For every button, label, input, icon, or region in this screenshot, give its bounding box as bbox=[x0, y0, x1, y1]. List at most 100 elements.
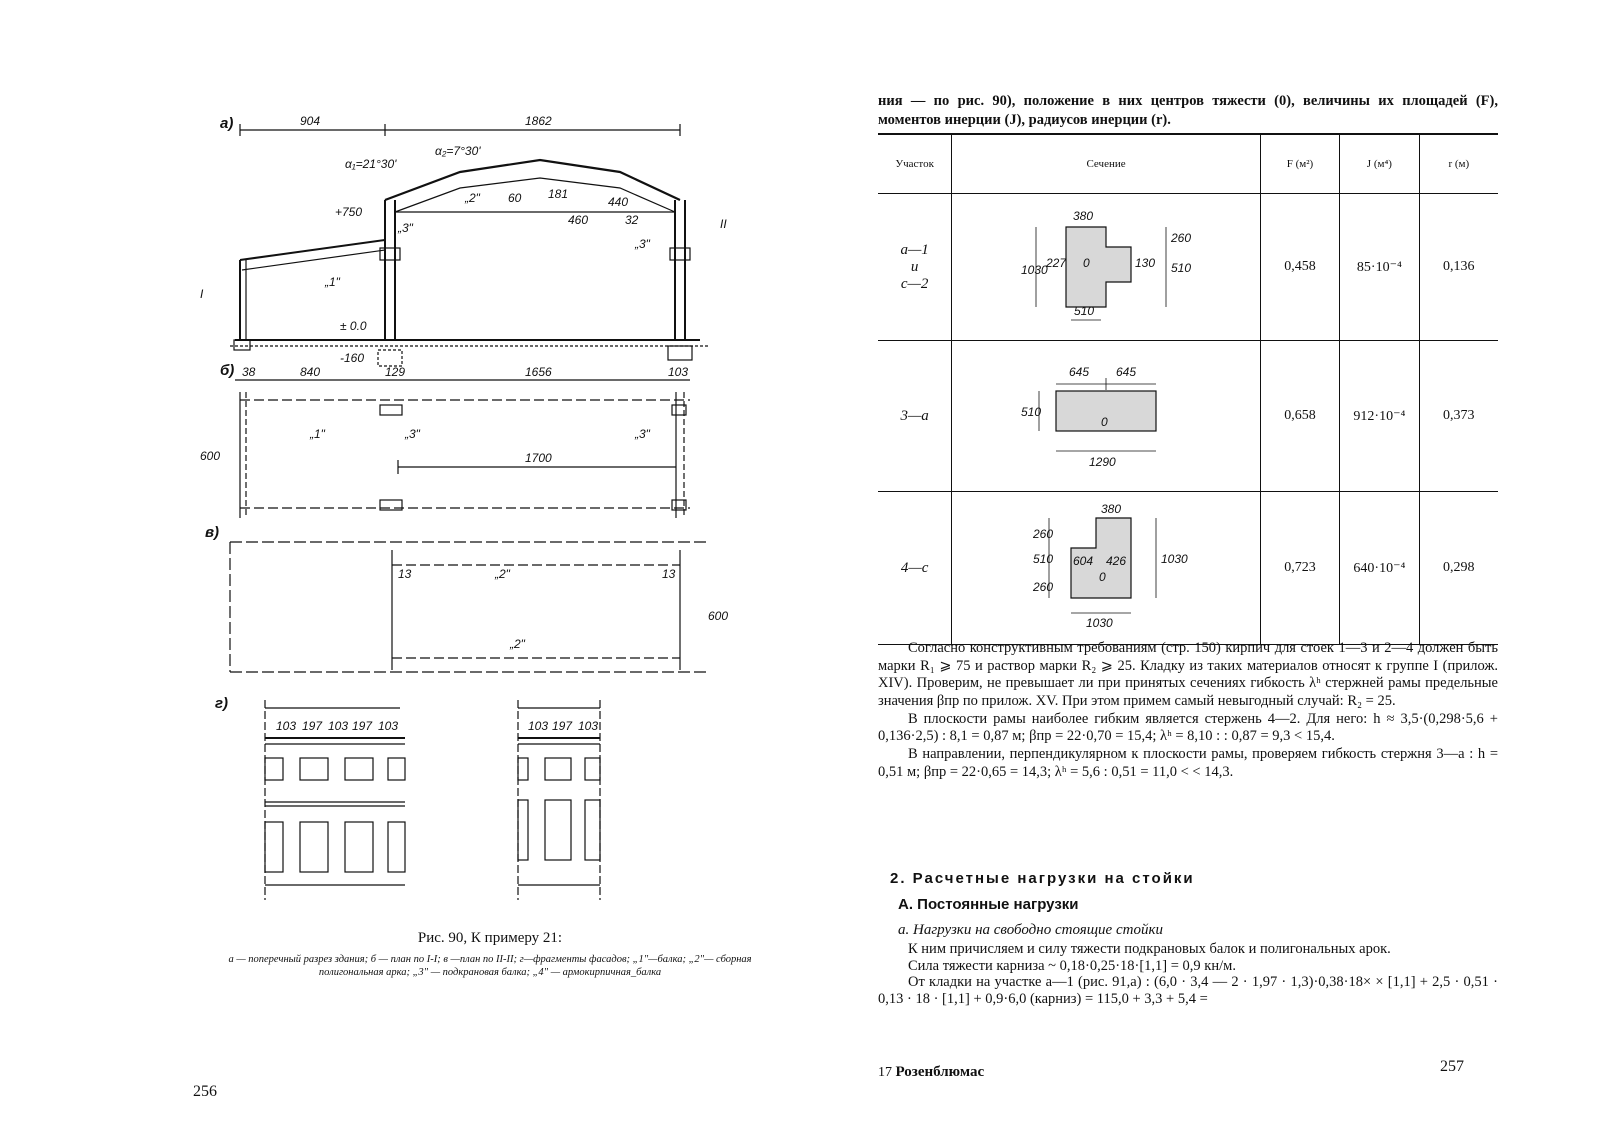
dim-103: 103 bbox=[668, 365, 688, 379]
t-section-drawing: 380 1030 227 0 130 260 510 510 bbox=[1021, 209, 1191, 321]
J-cell: 640·10⁻⁴ bbox=[1339, 491, 1420, 645]
body-text: Согласно конструктивным требованиям (стр… bbox=[878, 640, 1498, 782]
body-text-2: К ним причисляем и силу тяжести подкрано… bbox=[878, 941, 1498, 1008]
section-drawing-cell: 380 1030 227 0 130 260 510 510 bbox=[951, 193, 1261, 341]
dim: 0 bbox=[1101, 415, 1108, 429]
dim-38: 38 bbox=[242, 365, 256, 379]
dim-240: 60 bbox=[508, 191, 522, 205]
dim: 645 bbox=[1069, 365, 1089, 379]
dim-600-v: 600 bbox=[708, 609, 728, 623]
label-3b: „3" bbox=[634, 237, 651, 251]
subsubsection-heading: а. Нагрузки на свободно стоящие стойки bbox=[898, 922, 1163, 938]
dim-460: 32 bbox=[625, 213, 639, 227]
table-row: 3—а 645 645 510 0 bbox=[878, 340, 1498, 492]
label-1: „1" bbox=[324, 275, 341, 289]
paragraph: Согласно конструктивным требованиям (стр… bbox=[878, 640, 1498, 710]
paragraph: Сила тяжести карниза ~ 0,18·0,25·18·[1,1… bbox=[908, 957, 1236, 974]
paragraph: В направлении, перпендикулярном к плоско… bbox=[878, 746, 1498, 780]
plan-label-3a: „3" bbox=[404, 427, 421, 441]
dim-1656: 1656 bbox=[525, 365, 552, 379]
caption-description: а — поперечный разрез здания; б — план п… bbox=[228, 954, 752, 979]
elev-750: +750 bbox=[335, 205, 362, 219]
r-cell: 0,136 bbox=[1419, 193, 1498, 341]
technical-drawing: а) 904 1862 α₁=21°30' α₂=7°30' +750 ± 0.… bbox=[200, 114, 728, 900]
facade-r-dim-3: 103 bbox=[578, 719, 598, 733]
facade-dim-5: 103 bbox=[378, 719, 398, 733]
facade-dim-3: 103 bbox=[328, 719, 348, 733]
label-2: „2" bbox=[464, 191, 481, 205]
section-heading: 2. Расчетные нагрузки на стойки bbox=[890, 870, 1195, 887]
dim-129: 129 bbox=[385, 365, 405, 379]
dim: 260 bbox=[1032, 527, 1053, 541]
section-properties-table: Участок Сечение F (м²) J (м⁴) r (м) а—1 … bbox=[878, 133, 1498, 645]
header-J: J (м⁴) bbox=[1339, 133, 1420, 194]
t-section-drawing-2: 380 260 510 260 604 426 0 1030 1030 bbox=[1032, 503, 1188, 630]
section-drawing-cell: 645 645 510 0 1290 bbox=[951, 340, 1261, 492]
dim: 130 bbox=[1135, 256, 1155, 270]
panel-v-label: в) bbox=[205, 524, 219, 541]
dim-440: 460 bbox=[568, 213, 588, 227]
dim: 645 bbox=[1116, 365, 1136, 379]
F-cell: 0,458 bbox=[1260, 193, 1341, 341]
r-cell: 0,373 bbox=[1419, 340, 1498, 492]
dim-1700: 1700 bbox=[525, 451, 552, 465]
table-header-row: Участок Сечение F (м²) J (м⁴) r (м) bbox=[878, 133, 1498, 194]
dim-13b: 13 bbox=[662, 567, 676, 581]
figure-90-drawing: а) 904 1862 α₁=21°30' α₂=7°30' +750 ± 0.… bbox=[180, 100, 780, 920]
dim: 260 bbox=[1170, 231, 1191, 245]
page-number-left: 256 bbox=[193, 1083, 217, 1100]
subsection-heading: А. Постоянные нагрузки bbox=[898, 896, 1079, 913]
dim-1862: 1862 bbox=[525, 114, 552, 128]
section-mark-II: II bbox=[720, 217, 727, 231]
dim-60: 181 bbox=[548, 187, 568, 201]
plan-label-3b: „3" bbox=[634, 427, 651, 441]
paragraph: В плоскости рамы наиболее гибким являетс… bbox=[878, 710, 1498, 745]
table-row: 4—с 380 260 510 260 bbox=[878, 491, 1498, 645]
dim: 1030 bbox=[1021, 263, 1048, 277]
panel-a-label: а) bbox=[220, 115, 233, 132]
dim: 510 bbox=[1171, 261, 1191, 275]
dim: 510 bbox=[1021, 405, 1041, 419]
dim-904: 904 bbox=[300, 114, 320, 128]
label-3a: „3" bbox=[397, 221, 414, 235]
dim: 227 bbox=[1045, 256, 1067, 270]
plan-label-2a: „2" bbox=[494, 567, 511, 581]
paragraph: К ним причисляем и силу тяжести подкрано… bbox=[908, 941, 1391, 957]
dim: 510 bbox=[1074, 304, 1094, 318]
dim: 380 bbox=[1073, 209, 1093, 223]
panel-b-label: б) bbox=[220, 362, 234, 379]
plan-label-2b: „2" bbox=[509, 637, 526, 651]
header-section: Сечение bbox=[951, 133, 1261, 194]
plan-label-1: „1" bbox=[309, 427, 326, 441]
figure-caption: Рис. 90, К примеру 21: а — поперечный ра… bbox=[210, 930, 770, 979]
dim: 0 bbox=[1083, 256, 1090, 270]
dim-600-b: 600 bbox=[200, 449, 220, 463]
r-cell: 0,298 bbox=[1419, 491, 1498, 645]
header-F: F (м²) bbox=[1260, 133, 1341, 194]
dim: 380 bbox=[1101, 503, 1121, 516]
facade-dim-4: 197 bbox=[352, 719, 373, 733]
dim: 426 bbox=[1106, 554, 1126, 568]
angle-alpha1: α₁=21°30' bbox=[345, 157, 397, 171]
elev-160: -160 bbox=[340, 351, 364, 365]
dim: 0 bbox=[1099, 570, 1106, 584]
header-segment: Участок bbox=[878, 133, 953, 194]
dim: 604 bbox=[1073, 554, 1093, 568]
right-page: ния — по рис. 90), положение в них центр… bbox=[800, 0, 1600, 1132]
segment-cell: 3—а bbox=[878, 340, 953, 492]
signature-number: 17 bbox=[878, 1065, 892, 1080]
section-mark-I: I bbox=[200, 287, 204, 301]
rect-section-drawing: 645 645 510 0 1290 bbox=[1021, 365, 1157, 469]
facade-r-dim-2: 197 bbox=[552, 719, 573, 733]
dim-840: 840 bbox=[300, 365, 320, 379]
F-cell: 0,658 bbox=[1260, 340, 1341, 492]
J-cell: 85·10⁻⁴ bbox=[1339, 193, 1420, 341]
facade-dim-2: 197 bbox=[302, 719, 323, 733]
signature-footer: 17 Розенблюмас bbox=[878, 1064, 984, 1081]
dim: 510 bbox=[1033, 552, 1053, 566]
dim: 1030 bbox=[1161, 552, 1188, 566]
dim-13a: 13 bbox=[398, 567, 412, 581]
dim: 260 bbox=[1032, 580, 1053, 594]
dim: 1030 bbox=[1086, 616, 1113, 630]
panel-g-label: г) bbox=[215, 695, 228, 712]
